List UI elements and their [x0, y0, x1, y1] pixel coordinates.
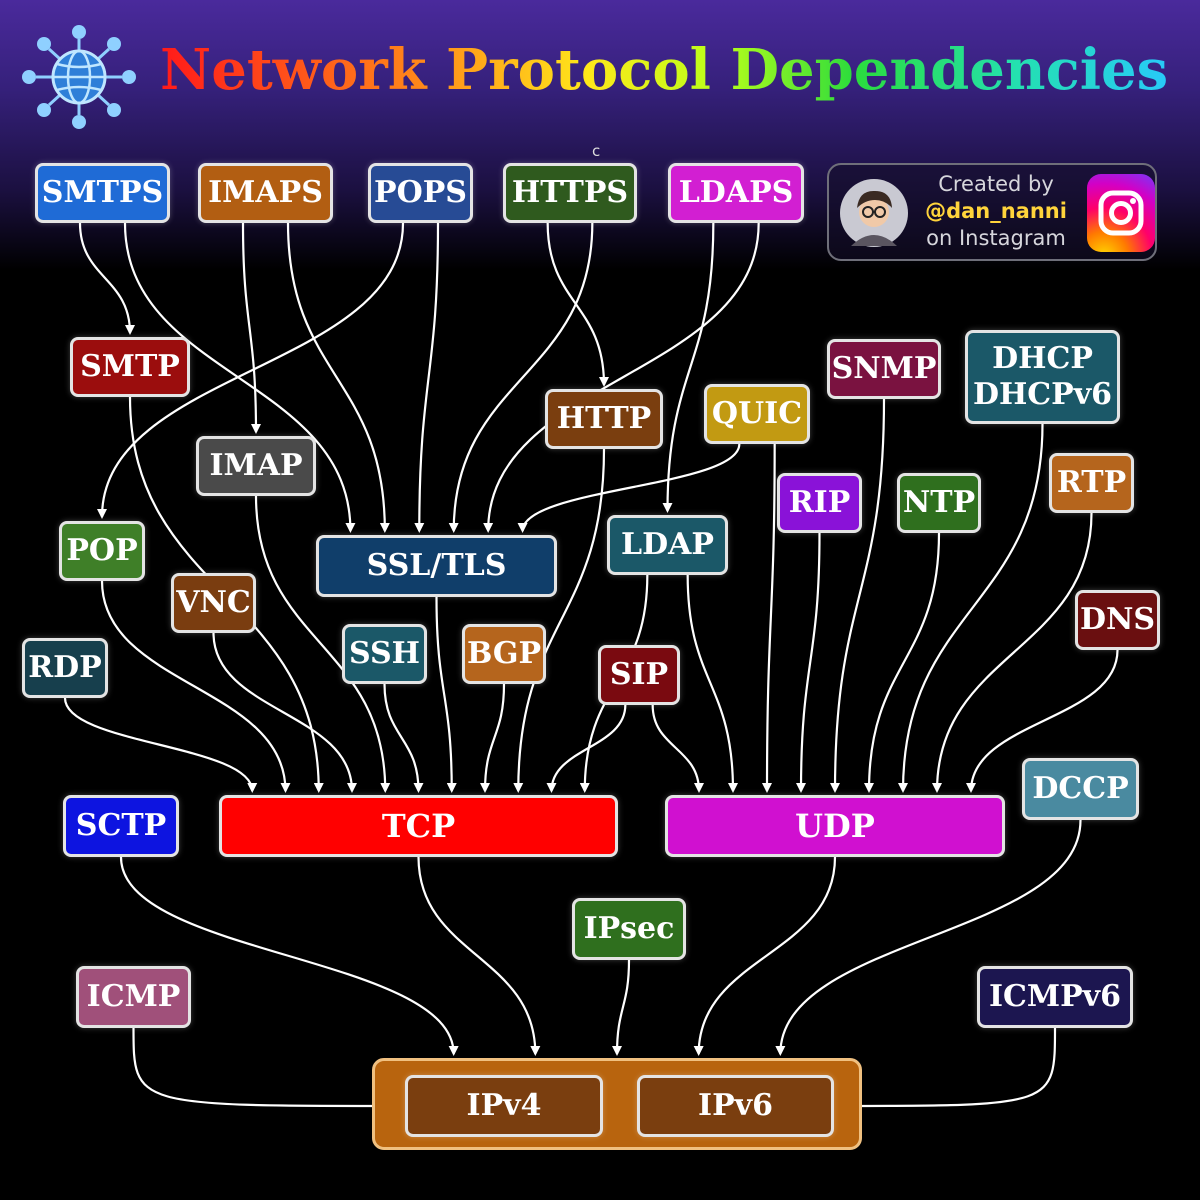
globe-network-icon	[22, 25, 136, 129]
node-udp: UDP	[665, 795, 1005, 857]
arrow-imaps-to-ssl_tls	[286, 222, 390, 533]
arrow-dccp-to-ip	[775, 819, 1082, 1056]
node-pop: POP	[59, 521, 145, 581]
arrow-pop-to-tcp	[100, 580, 291, 793]
node-dccp: DCCP	[1022, 758, 1139, 820]
node-imaps: IMAPS	[198, 163, 333, 223]
node-dns: DNS	[1075, 590, 1160, 650]
node-rdp: RDP	[22, 638, 108, 698]
arrow-quic-to-udp	[762, 443, 776, 793]
node-sip: SIP	[598, 645, 680, 705]
arrow-quic-to-ssl_tls	[517, 443, 741, 533]
node-quic: QUIC	[704, 384, 810, 444]
node-dhcp: DHCP DHCPv6	[965, 330, 1120, 424]
arrow-smtps-to-smtp	[78, 222, 135, 335]
node-smtps: SMTPS	[35, 163, 170, 223]
node-smtp: SMTP	[70, 337, 190, 397]
arrow-sip-to-udp	[651, 704, 704, 793]
node-bgp: BGP	[462, 624, 546, 684]
creator-avatar	[840, 179, 908, 247]
arrow-ldap-to-udp	[686, 574, 738, 793]
arrow-tcp-to-ip	[417, 856, 541, 1056]
arrow-ipsec-to-ip	[612, 959, 631, 1056]
arrow-rdp-to-tcp	[63, 697, 258, 793]
arrow-rip-to-udp	[796, 532, 821, 793]
arrow-dns-to-udp	[966, 649, 1119, 793]
node-sctp: SCTP	[63, 795, 179, 857]
node-ipv4: IPv4	[405, 1075, 603, 1137]
arrow-http-to-tcp	[513, 448, 606, 793]
node-tcp: TCP	[219, 795, 618, 857]
stray-mark: c	[592, 142, 601, 160]
arrow-imaps-to-imap	[241, 222, 261, 434]
arrow-sctp-to-ip	[119, 856, 459, 1056]
credit-line-platform: on Instagram	[926, 226, 1066, 250]
arrow-ssl_tls-to-tcp	[435, 596, 457, 793]
node-http: HTTP	[545, 389, 663, 449]
node-ipsec: IPsec	[572, 898, 686, 960]
node-icmp: ICMP	[76, 966, 191, 1028]
node-ldap: LDAP	[607, 515, 728, 575]
instagram-icon[interactable]	[1087, 174, 1155, 252]
arrow-snmp-to-udp	[830, 398, 886, 793]
node-ssl-tls: SSL/TLS	[316, 535, 557, 597]
node-rtp: RTP	[1049, 453, 1134, 513]
arrow-pops-to-ssl_tls	[414, 222, 440, 533]
arrow-pops-to-pop	[97, 222, 405, 519]
credit-line-created-by: Created by	[938, 172, 1054, 196]
arrow-icmp-to-ipv4	[132, 1027, 403, 1111]
arrow-udp-to-ip	[693, 856, 837, 1056]
creator-credit: Created by @dan_nanni on Instagram	[827, 163, 1157, 261]
arrow-bgp-to-tcp	[480, 683, 506, 793]
node-icmpv6: ICMPv6	[977, 966, 1133, 1028]
arrow-vnc-to-tcp	[212, 632, 357, 793]
arrow-https-to-ssl_tls	[448, 222, 594, 533]
node-vnc: VNC	[171, 573, 256, 633]
creator-handle[interactable]: @dan_nanni	[925, 199, 1067, 223]
page-title: Network Protocol Dependencies	[160, 30, 1180, 110]
node-https: HTTPS	[503, 163, 637, 223]
arrow-rtp-to-udp	[932, 512, 1093, 793]
arrow-imap-to-tcp	[254, 495, 391, 793]
node-ssh: SSH	[342, 624, 427, 684]
arrow-ldaps-to-ssl_tls	[483, 222, 760, 533]
arrow-ntp-to-udp	[864, 532, 941, 793]
arrow-dhcp-to-udp	[898, 423, 1044, 793]
arrow-icmpv6-to-ipv6	[836, 1027, 1057, 1111]
node-ipv6: IPv6	[637, 1075, 834, 1137]
node-rip: RIP	[777, 473, 862, 533]
arrow-ldaps-to-ldap	[662, 222, 715, 513]
node-imap: IMAP	[196, 436, 316, 496]
arrow-ssh-to-tcp	[383, 683, 424, 793]
node-snmp: SNMP	[827, 339, 941, 399]
node-ldaps: LDAPS	[668, 163, 804, 223]
node-pops: POPS	[368, 163, 473, 223]
node-ntp: NTP	[897, 473, 981, 533]
